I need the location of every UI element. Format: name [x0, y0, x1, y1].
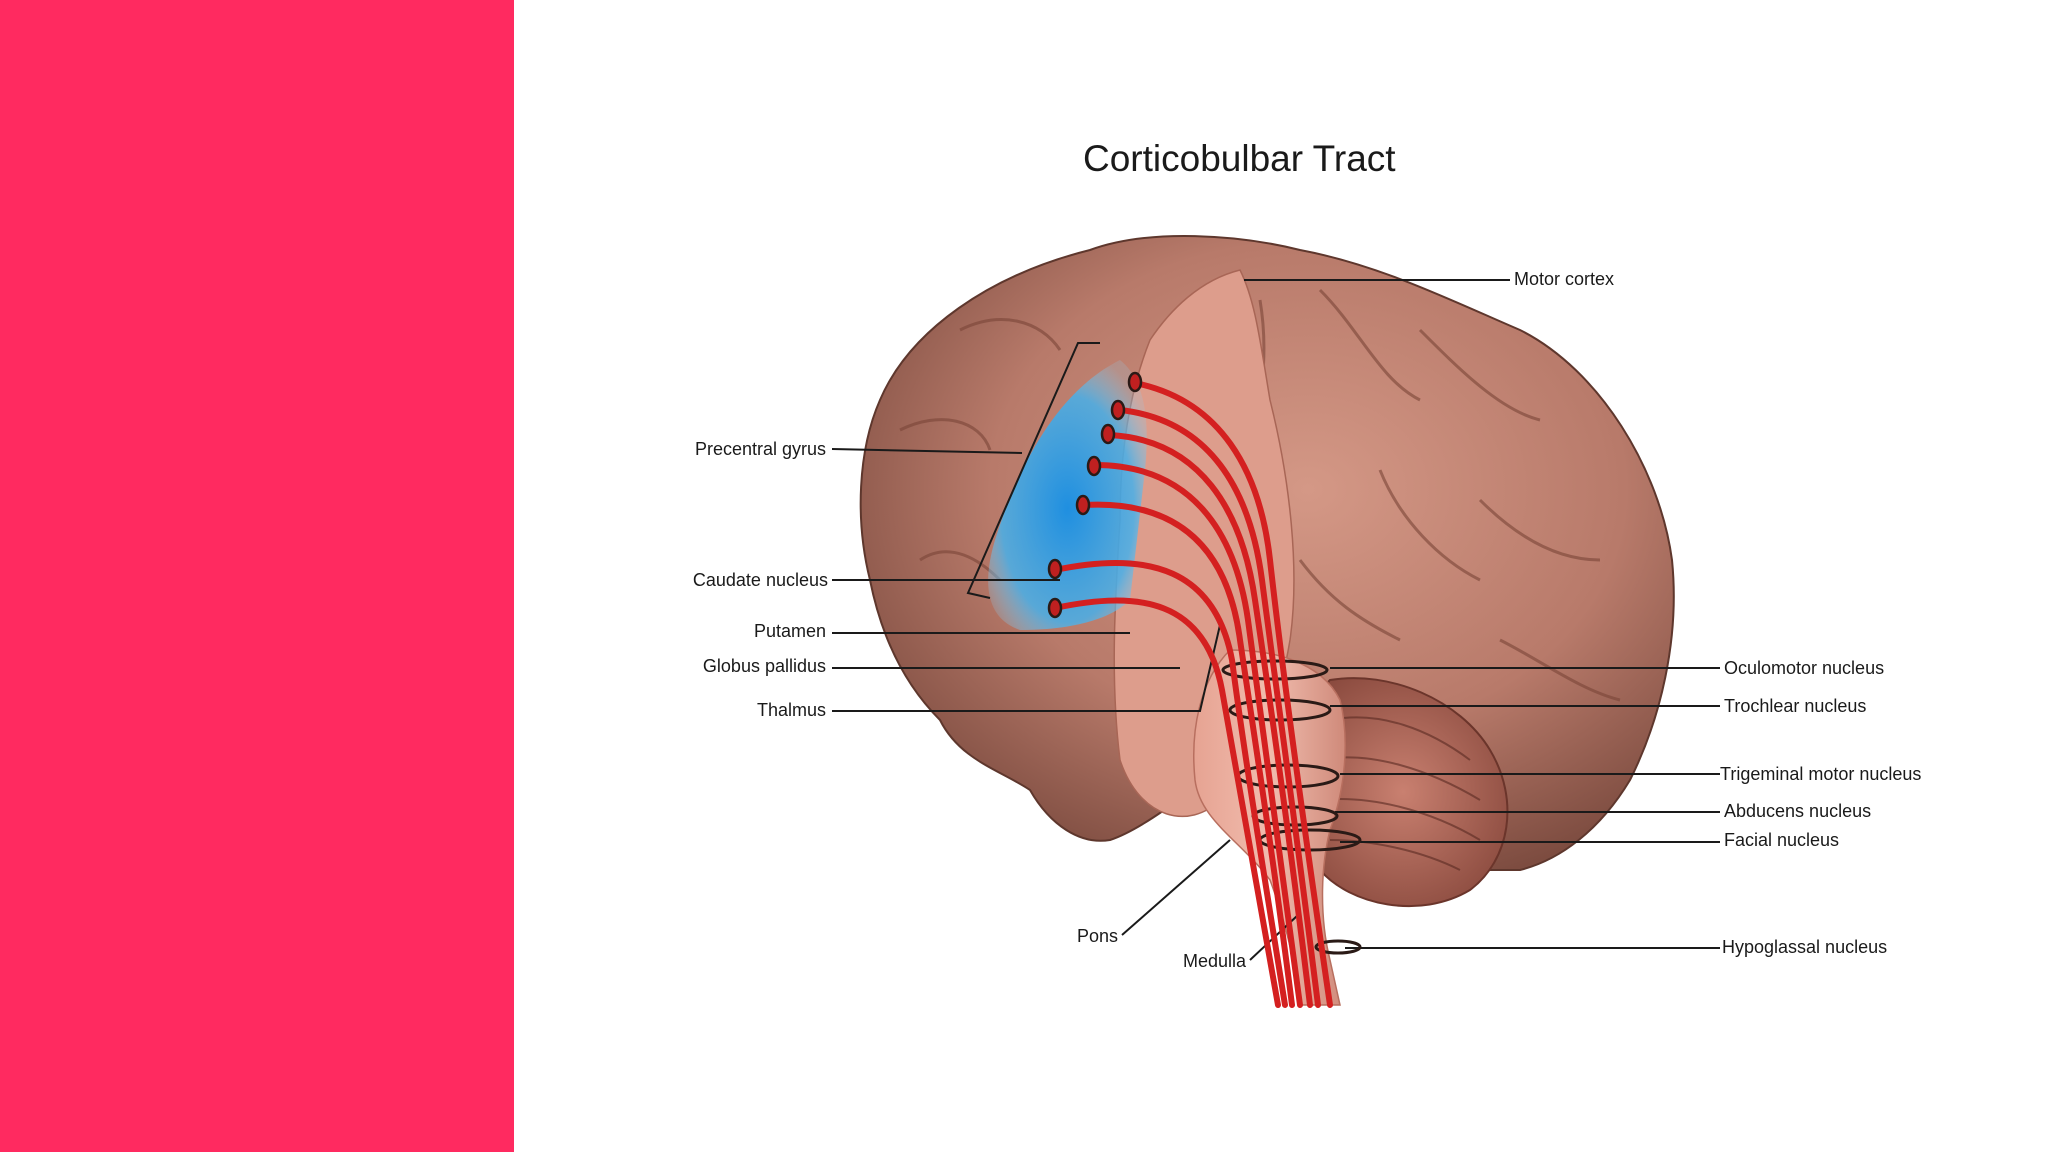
label-globus-pallidus: Globus pallidus [703, 656, 826, 676]
label-trigeminal-motor-nucleus: Trigeminal motor nucleus [1720, 764, 1921, 784]
label-medulla: Medulla [1183, 951, 1247, 971]
tract-fibers [1052, 380, 1333, 1008]
label-thalmus: Thalmus [757, 700, 826, 720]
label-precentral-gyrus: Precentral gyrus [695, 439, 826, 459]
label-hypoglossal-nucleus: Hypoglassal nucleus [1722, 937, 1887, 957]
label-motor-cortex: Motor cortex [1514, 269, 1614, 289]
accent-side-panel [0, 0, 514, 1152]
label-oculomotor-nucleus: Oculomotor nucleus [1724, 658, 1884, 678]
diagram-title: Corticobulbar Tract [1083, 138, 1396, 179]
leader-lines [831, 279, 1720, 961]
fiber-origins [1047, 371, 1143, 619]
label-pons: Pons [1077, 926, 1118, 946]
label-abducens-nucleus: Abducens nucleus [1724, 801, 1871, 821]
label-trochlear-nucleus: Trochlear nucleus [1724, 696, 1866, 716]
label-putamen: Putamen [754, 621, 826, 641]
label-caudate-nucleus: Caudate nucleus [693, 570, 828, 590]
label-facial-nucleus: Facial nucleus [1724, 830, 1839, 850]
